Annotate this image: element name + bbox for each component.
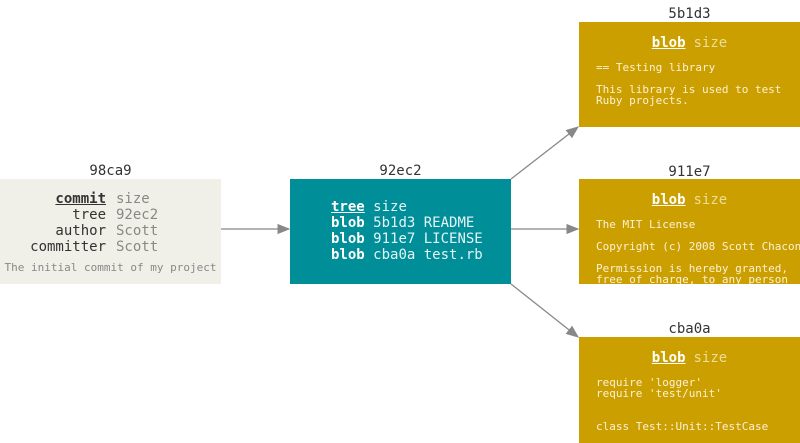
blob-size: size xyxy=(693,35,728,51)
commit-message: The initial commit of my project xyxy=(4,261,217,274)
commit-key: commit xyxy=(55,191,106,207)
blob-id: cba0a xyxy=(668,321,711,337)
commit-val: Scott xyxy=(116,239,159,255)
tree-val: 5b1d3 README xyxy=(373,215,475,231)
blob-content: require 'logger' require 'test/unit' cla… xyxy=(596,376,769,433)
tree-key: blob xyxy=(331,247,365,263)
blob-object: blob size == Testing library This library… xyxy=(579,22,800,127)
blob-size: size xyxy=(693,192,728,208)
tree-key: blob xyxy=(331,231,365,247)
blob-type: blob xyxy=(651,350,686,366)
commit-key: tree xyxy=(72,207,106,223)
arrow-tree-to-blob-cba0a xyxy=(510,283,580,338)
commit-val: 92ec2 xyxy=(116,207,159,223)
blob-type: blob xyxy=(651,35,686,51)
arrow-tree-to-blob-5b1d3 xyxy=(510,126,580,180)
blob-size: size xyxy=(693,350,728,366)
tree-val: cba0a test.rb xyxy=(373,247,483,263)
commit-key: author xyxy=(55,223,106,239)
tree-object: tree size blob 5b1d3 README blob 911e7 L… xyxy=(290,179,511,284)
commit-val: Scott xyxy=(116,223,159,239)
blob-object: blob size The MIT License Copyright (c) 2… xyxy=(579,179,800,284)
commit-val: size xyxy=(116,191,150,207)
commit-id: 98ca9 xyxy=(89,163,132,179)
tree-val: size xyxy=(373,199,407,215)
blob-id: 911e7 xyxy=(668,164,711,180)
blob-content: == Testing library This library is used … xyxy=(596,61,782,107)
blob-object: blob size require 'logger' require 'test/… xyxy=(579,337,800,443)
blob-type: blob xyxy=(651,192,686,208)
blob-content: The MIT License Copyright (c) 2008 Scott… xyxy=(596,218,800,284)
tree-id: 92ec2 xyxy=(379,163,422,179)
tree-key: tree xyxy=(331,199,365,215)
tree-key: blob xyxy=(331,215,365,231)
tree-val: 911e7 LICENSE xyxy=(373,231,483,247)
commit-key: committer xyxy=(30,239,106,255)
blob-id: 5b1d3 xyxy=(668,6,711,22)
